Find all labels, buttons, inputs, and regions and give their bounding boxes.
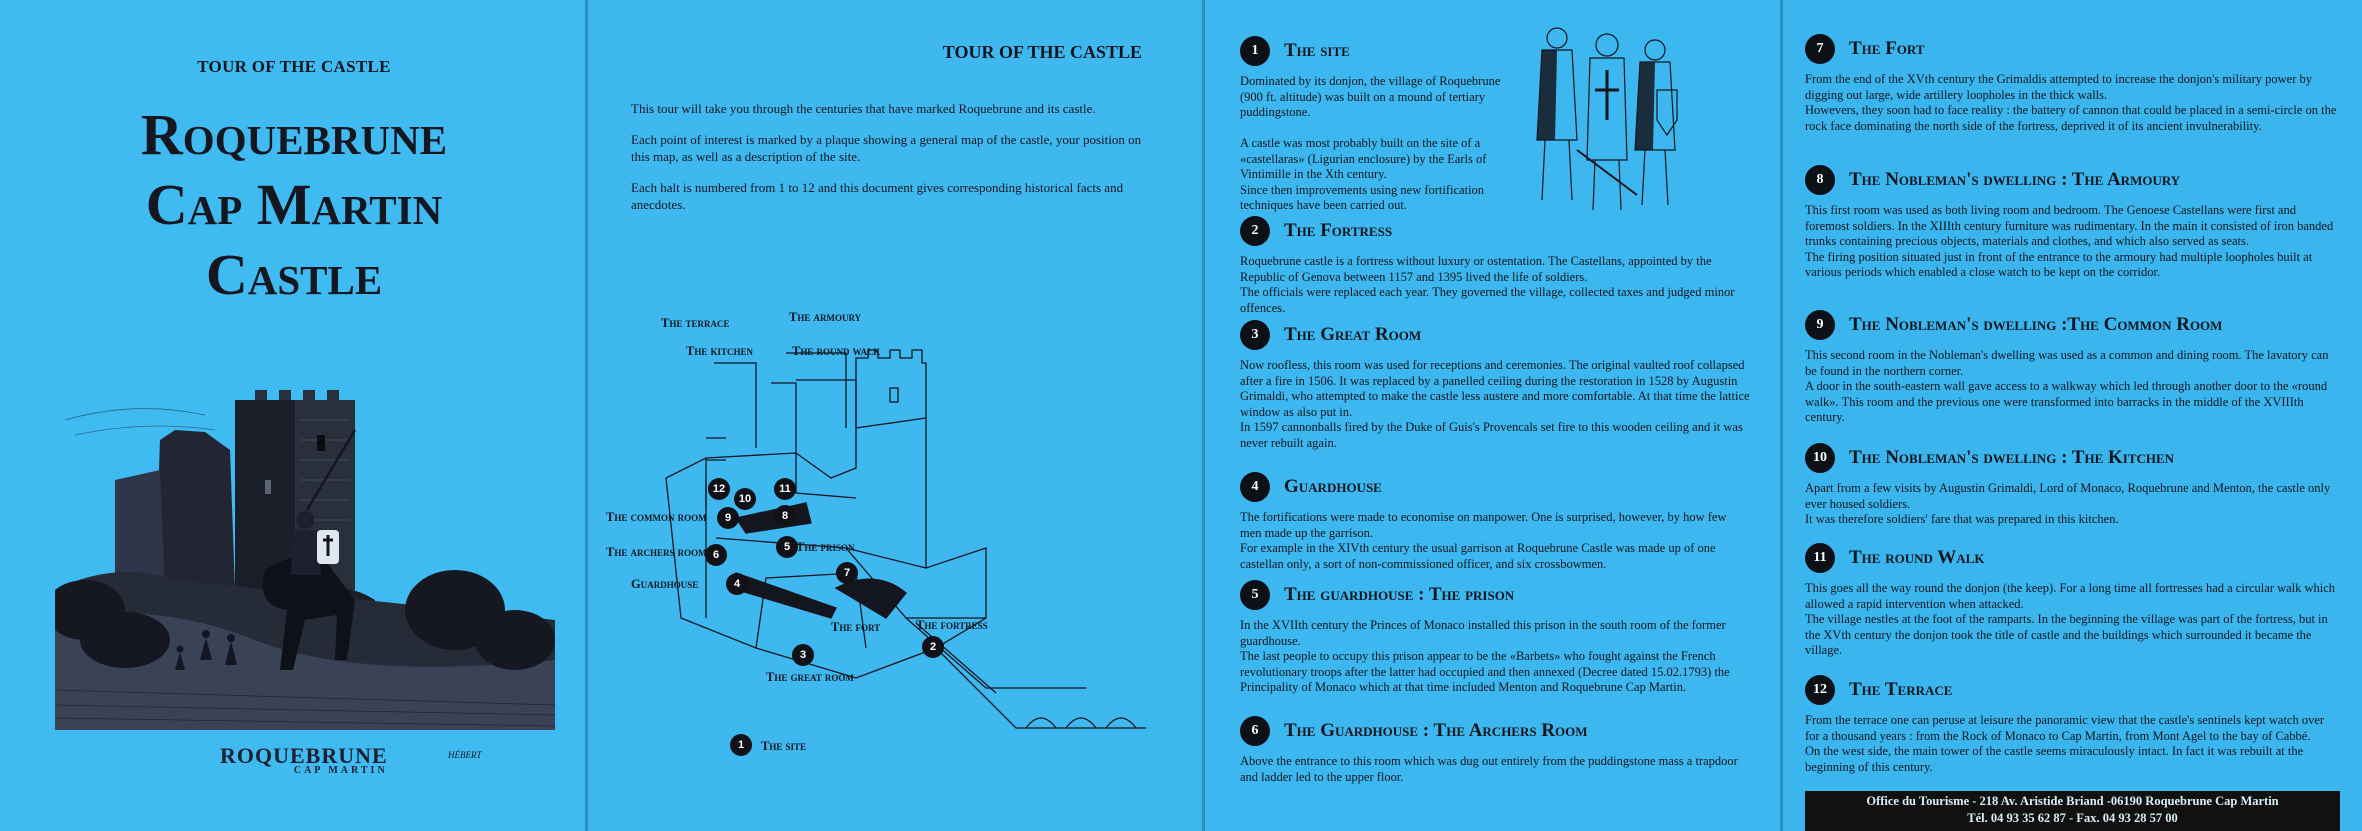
section-6: 6 The Guardhouse : The Archers Room Above… (1240, 716, 1750, 785)
section-7-number: 7 (1805, 34, 1835, 64)
cover-title-line-3: Castle (205, 242, 383, 307)
sections-panel-2: 7 The Fort From the end of the XVth centu… (1783, 0, 2362, 831)
plan-label-fort: The fort (831, 620, 881, 634)
tourist-office-footer: Office du Tourisme - 218 Av. Aristide Br… (1805, 791, 2340, 831)
castle-knight-illustration (55, 390, 555, 730)
plan-label-archers-room: The archers room (606, 545, 707, 559)
section-8: 8 The Nobleman's dwelling : The Armoury T… (1805, 165, 2340, 281)
cover-title-line-2: Cap Martin (145, 172, 443, 237)
plan-marker-2: 2 (922, 636, 944, 658)
intro-paragraph-2: Each point of interest is marked by a pl… (631, 132, 1142, 164)
section-1: 1 The site Dominated by its donjon, the v… (1240, 36, 1520, 214)
plan-marker-9: 9 (717, 507, 739, 529)
cover-title-line-1: Roquebrune (140, 102, 448, 167)
plan-marker-1: 1 (730, 734, 752, 756)
logo-main: ROQUEBRUNE (220, 743, 388, 768)
plan-marker-6: 6 (705, 544, 727, 566)
section-10-number: 10 (1805, 443, 1835, 473)
section-3-text: Now roofless, this room was used for rec… (1240, 358, 1750, 450)
section-5: 5 The guardhouse : The prison In the XVII… (1240, 580, 1750, 696)
cover-title: Roquebrune Cap Martin Castle (0, 100, 588, 310)
section-10-text: Apart from a few visits by Augustin Grim… (1805, 481, 2331, 526)
section-3: 3 The Great Room Now roofless, this room … (1240, 320, 1750, 451)
section-6-title: The Guardhouse : The Archers Room (1284, 720, 1588, 742)
section-6-text: Above the entrance to this room which wa… (1240, 754, 1738, 784)
footer-address: Office du Tourisme - 218 Av. Aristide Br… (1866, 794, 2279, 808)
section-12-text: From the terrace one can peruse at leisu… (1805, 713, 2325, 774)
section-12-number: 12 (1805, 675, 1835, 705)
intro-paragraph-3: Each halt is numbered from 1 to 12 and t… (631, 180, 1124, 212)
section-3-title: The Great Room (1284, 324, 1422, 346)
section-1-title: The site (1284, 40, 1350, 62)
section-9-text: This second room in the Nobleman's dwell… (1805, 348, 2329, 424)
cover-kicker: TOUR OF THE CASTLE (197, 57, 391, 76)
section-2-text: Roquebrune castle is a fortress without … (1240, 254, 1735, 315)
plan-label-kitchen: The kitchen (686, 344, 753, 358)
plan-label-great-room: The great room (766, 670, 854, 684)
plan-marker-8: 8 (774, 505, 796, 527)
plan-label-terrace: The terrace (661, 316, 730, 330)
plan-label-round-walk: The round walk (792, 344, 881, 358)
footer-phone: Tél. 04 93 35 62 87 - Fax. 04 93 28 57 0… (1967, 811, 2178, 825)
section-5-title: The guardhouse : The prison (1284, 584, 1515, 606)
sections-panel-1: 1 The site Dominated by its donjon, the v… (1205, 0, 1783, 831)
intro-paragraph-1: This tour will take you through the cent… (631, 101, 1096, 116)
section-11-title: The round Walk (1849, 547, 1985, 569)
artist-signature: HÉBERT (448, 750, 482, 760)
plan-label-armoury: The armoury (789, 310, 862, 324)
plan-marker-4: 4 (726, 573, 748, 595)
section-9: 9 The Nobleman's dwelling :The Common Roo… (1805, 310, 2340, 426)
section-11-number: 11 (1805, 543, 1835, 573)
logo-sub: CAP MARTIN (293, 765, 388, 776)
section-2-number: 2 (1240, 216, 1270, 246)
section-7-title: The Fort (1849, 38, 1925, 60)
section-3-number: 3 (1240, 320, 1270, 350)
section-4: 4 Guardhouse The fortifications were made… (1240, 472, 1750, 572)
section-8-number: 8 (1805, 165, 1835, 195)
section-7: 7 The Fort From the end of the XVth centu… (1805, 34, 2340, 134)
section-2-title: The Fortress (1284, 220, 1393, 242)
section-5-number: 5 (1240, 580, 1270, 610)
castle-plan: The terrace The kitchen The armoury The … (606, 310, 1196, 778)
plan-label-prison: The prison (796, 540, 855, 554)
section-9-number: 9 (1805, 310, 1835, 340)
section-1-text: Dominated by its donjon, the village of … (1240, 74, 1501, 212)
section-8-title: The Nobleman's dwelling : The Armoury (1849, 169, 2181, 191)
section-7-text: From the end of the XVth century the Gri… (1805, 72, 2337, 133)
plan-marker-10: 10 (734, 488, 756, 510)
intro-text: This tour will take you through the cent… (631, 100, 1151, 227)
plan-label-common-room: The common room (606, 510, 707, 524)
intro-panel: TOUR OF THE CASTLE This tour will take y… (588, 0, 1205, 831)
plan-marker-5: 5 (776, 536, 798, 558)
section-1-number: 1 (1240, 36, 1270, 66)
plan-marker-12: 12 (708, 478, 730, 500)
section-10-title: The Nobleman's dwelling : The Kitchen (1849, 447, 2175, 469)
section-4-text: The fortifications were made to economis… (1240, 510, 1727, 571)
section-6-number: 6 (1240, 716, 1270, 746)
knights-illustration (1536, 27, 1678, 211)
plan-label-guardhouse: Guardhouse (631, 577, 699, 591)
plan-marker-7: 7 (836, 562, 858, 584)
section-12-title: The Terrace (1849, 679, 1953, 701)
plan-marker-11: 11 (774, 478, 796, 500)
section-9-title: The Nobleman's dwelling :The Common Room (1849, 314, 2223, 336)
section-5-text: In the XVIIth century the Princes of Mon… (1240, 618, 1730, 694)
cover-panel: TOUR OF THE CASTLE Roquebrune Cap Martin… (0, 0, 588, 831)
section-12: 12 The Terrace From the terrace one can p… (1805, 675, 2340, 775)
section-11-text: This goes all the way round the donjon (… (1805, 581, 2336, 657)
plan-label-fortress: The fortress (916, 618, 988, 632)
section-2: 2 The Fortress Roquebrune castle is a for… (1240, 216, 1750, 316)
castle-plan-drawing (665, 349, 1146, 729)
section-11: 11 The round Walk This goes all the way r… (1805, 543, 2340, 659)
section-4-number: 4 (1240, 472, 1270, 502)
section-4-title: Guardhouse (1284, 476, 1382, 498)
plan-marker-3: 3 (792, 644, 814, 666)
section-8-text: This first room was used as both living … (1805, 203, 2334, 279)
roquebrune-logo: ROQUEBRUNE CAP MARTIN (220, 743, 388, 776)
intro-title: TOUR OF THE CASTLE (942, 42, 1142, 62)
plan-label-site: The site (761, 739, 806, 753)
